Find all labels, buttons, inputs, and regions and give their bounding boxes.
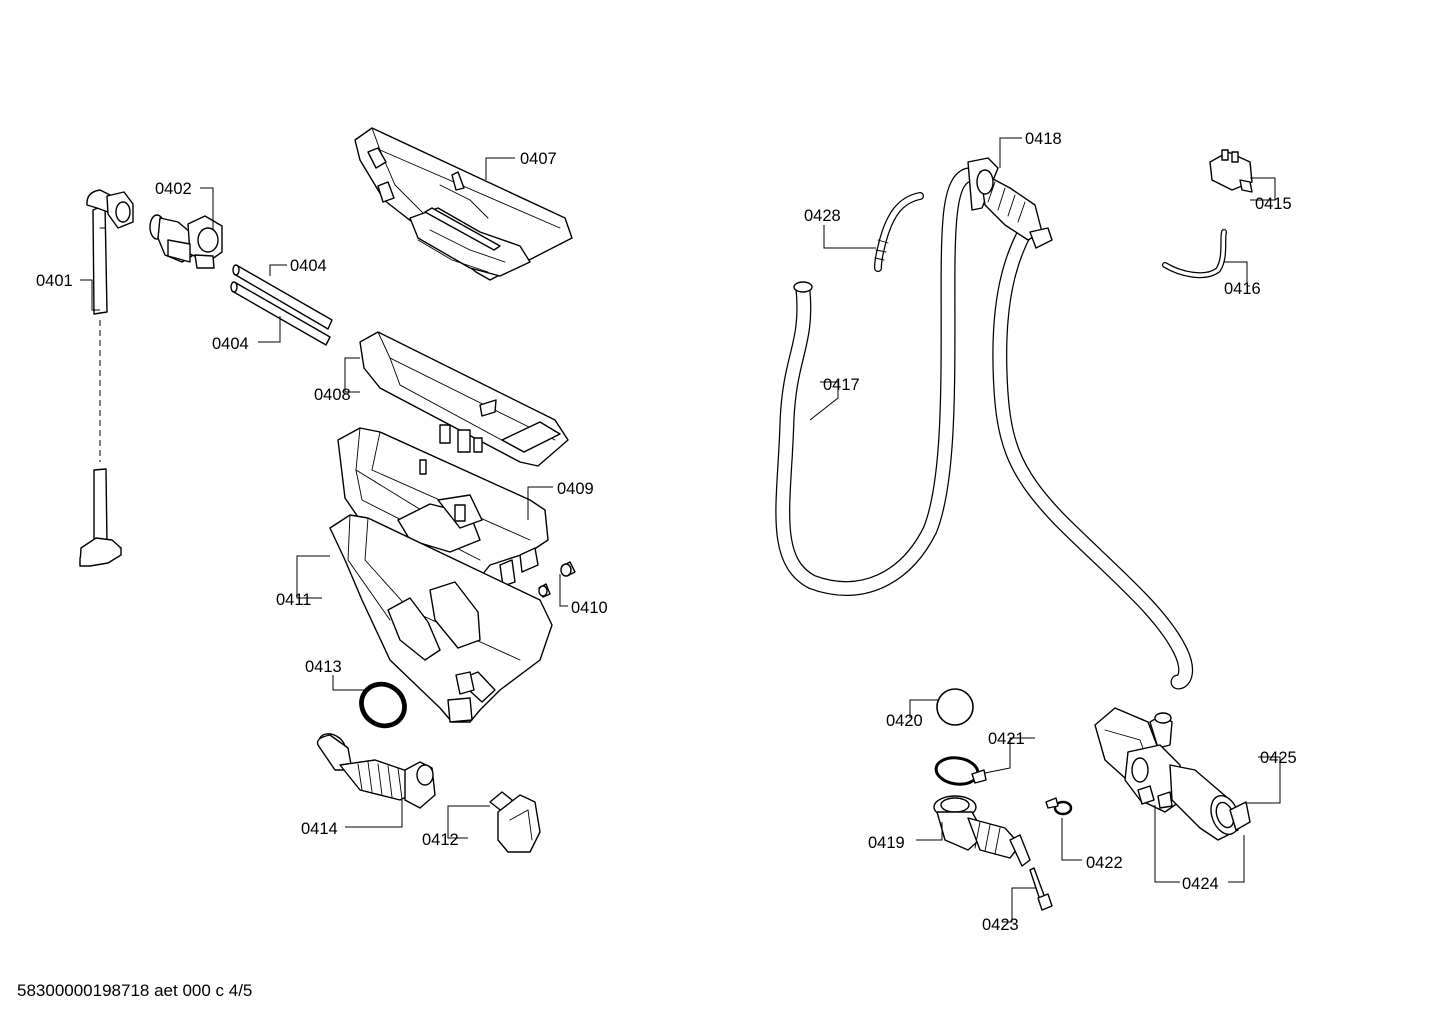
label-0413: 0413 bbox=[305, 658, 342, 676]
label-0404-upper: 0404 bbox=[290, 257, 327, 275]
label-0420: 0420 bbox=[886, 712, 923, 730]
part-0417-hose bbox=[775, 167, 976, 596]
label-0402: 0402 bbox=[155, 180, 192, 198]
label-0418: 0418 bbox=[1025, 130, 1062, 148]
leader-lines bbox=[80, 137, 1281, 923]
label-0417: 0417 bbox=[823, 376, 860, 394]
part-0418-drain-hose bbox=[967, 157, 1194, 690]
part-0424-drain-pump bbox=[1094, 707, 1183, 813]
part-0404-tubes bbox=[230, 264, 333, 346]
label-0425: 0425 bbox=[1260, 749, 1297, 767]
part-0410-nozzles bbox=[538, 561, 576, 598]
part-0419-sump-hose bbox=[933, 795, 1031, 867]
label-0409: 0409 bbox=[557, 480, 594, 498]
label-0410: 0410 bbox=[571, 599, 608, 617]
label-0404-lower: 0404 bbox=[212, 335, 249, 353]
part-0428-small-hose bbox=[874, 192, 924, 272]
part-labels: 0401 0402 0404 0404 0407 0408 0409 0410 … bbox=[36, 130, 1297, 934]
label-0415: 0415 bbox=[1255, 195, 1292, 213]
part-0411-dispenser-bottom bbox=[329, 514, 553, 723]
label-0401: 0401 bbox=[36, 272, 73, 290]
part-0414-bellows-hose bbox=[316, 733, 436, 809]
part-0401-inlet-pipe bbox=[79, 189, 134, 567]
label-0408: 0408 bbox=[314, 386, 351, 404]
label-0416: 0416 bbox=[1224, 280, 1261, 298]
part-0416-small-tube bbox=[1162, 229, 1227, 279]
document-id-footer: 58300000198718 aet 000 c 4/5 bbox=[17, 981, 253, 1000]
label-0414: 0414 bbox=[301, 820, 338, 838]
label-0412: 0412 bbox=[422, 831, 459, 849]
label-0411: 0411 bbox=[276, 591, 311, 609]
part-0425-pump-filter bbox=[1169, 764, 1251, 841]
part-0420-ring bbox=[936, 688, 974, 726]
part-0408-detergent-drawer bbox=[359, 331, 569, 467]
label-0407: 0407 bbox=[520, 150, 557, 168]
part-0407-dispenser-cover bbox=[354, 127, 573, 281]
label-0421: 0421 bbox=[988, 730, 1025, 748]
part-0423-screw bbox=[1029, 867, 1053, 911]
label-0422: 0422 bbox=[1086, 854, 1123, 872]
label-0423: 0423 bbox=[982, 916, 1019, 934]
label-0419: 0419 bbox=[868, 834, 905, 852]
part-0421-clamp bbox=[934, 756, 987, 786]
label-0428: 0428 bbox=[804, 207, 841, 225]
part-0413-seal-ring bbox=[359, 681, 407, 729]
part-0415-pressure-switch bbox=[1209, 149, 1253, 193]
part-0402-inlet-valve bbox=[149, 214, 223, 269]
part-0412-elbow bbox=[489, 791, 541, 853]
label-0424: 0424 bbox=[1182, 875, 1219, 893]
part-0422-small-clamp bbox=[1045, 797, 1073, 816]
